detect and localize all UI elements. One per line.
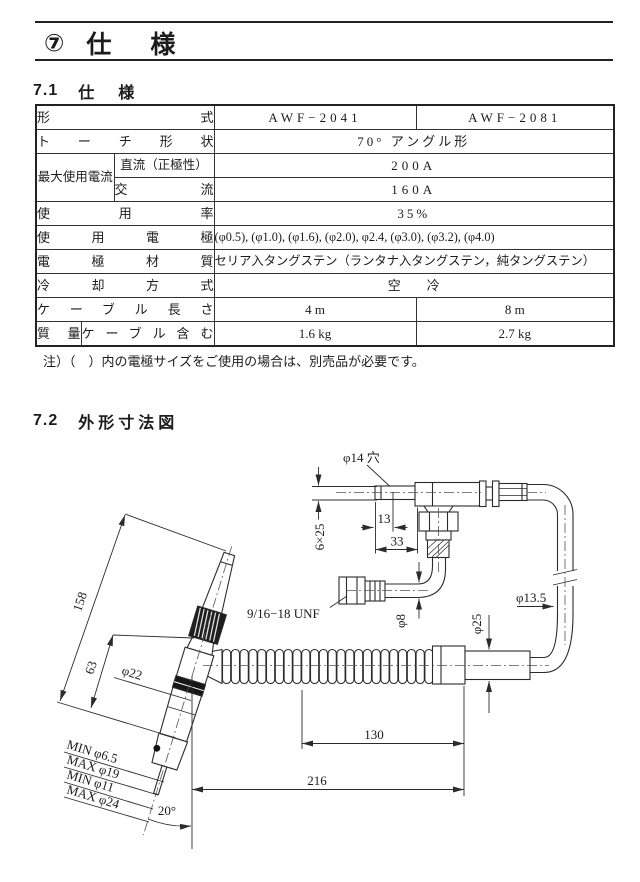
torch-centerline	[142, 546, 233, 836]
section-7-2-title: 外形寸法図	[78, 415, 179, 432]
table-row: 形式 AWF−2041 AWF−2081	[35, 104, 615, 130]
cell-material-value: セリア入タングステン（ランタナ入タングステン，純タングステン）	[213, 249, 615, 274]
handle-collar	[431, 645, 466, 685]
handle-corrugation	[221, 648, 434, 685]
page-title-text: 仕 様	[86, 31, 183, 59]
electrode	[152, 764, 168, 796]
section-7-2-number: 7.2	[33, 412, 59, 429]
header-rule-top	[35, 21, 613, 23]
cell-material-label: 電極材質	[35, 249, 215, 274]
section-7-1-title: 仕 様	[78, 85, 139, 102]
cell-cablelen-4m: 4 m	[213, 297, 417, 322]
label-158: 158	[69, 590, 90, 613]
section-7-1-heading: 7.1 仕 様	[33, 79, 138, 103]
torch-switch-dot	[153, 744, 161, 752]
table-row: 使用電極 (φ0.5), (φ1.0), (φ1.6), (φ2.0), φ2.…	[35, 225, 615, 250]
table-row: ケーブル長さ 4 m 8 m	[35, 297, 615, 322]
label-phi22: φ22	[120, 663, 144, 683]
table-row: 質量 ケーブル含む 1.6 kg 2.7 kg	[35, 321, 615, 347]
page-title: ⑦ 仕 様	[44, 25, 182, 61]
label-unf-thread: 9/16−18 UNF	[247, 606, 320, 621]
t-block	[414, 481, 481, 507]
cell-mass-16kg: 1.6 kg	[213, 321, 417, 347]
cell-mass-27kg: 2.7 kg	[415, 321, 615, 347]
cell-electrode-value: (φ0.5), (φ1.0), (φ1.6), (φ2.0), φ2.4, (φ…	[213, 225, 615, 250]
section-number-circled: ⑦	[44, 29, 65, 57]
cell-duty-label: 使用率	[35, 201, 215, 226]
cell-mass-sublabel: ケーブル含む	[80, 321, 215, 347]
centerlines	[203, 492, 566, 666]
cell-ac-label: 交流	[113, 177, 215, 202]
table-row: 冷却方式 空 冷	[35, 273, 615, 298]
nozzle	[151, 732, 189, 771]
label-33: 33	[391, 534, 404, 549]
cell-cablelen-label: ケーブル長さ	[35, 297, 215, 322]
cable-connector	[498, 482, 528, 502]
cell-cooling-label: 冷却方式	[35, 273, 215, 298]
cell-mass-label: 質量	[35, 321, 82, 347]
cell-model-label: 形式	[35, 104, 215, 130]
label-63: 63	[82, 659, 100, 676]
section-7-1-number: 7.1	[33, 82, 59, 99]
label-130: 130	[364, 727, 384, 742]
cell-electrode-label: 使用電極	[35, 225, 215, 250]
table-row: トーチ形状 70° アングル形	[35, 129, 615, 154]
gas-connector-assembly	[338, 480, 528, 605]
label-20deg: 20°	[158, 803, 176, 818]
cell-model-awf2081: AWF−2081	[415, 104, 615, 130]
header-rule-bottom	[35, 59, 613, 61]
cell-cablelen-8m: 8 m	[415, 297, 615, 322]
label-phi13-5: φ13.5	[516, 590, 546, 605]
spec-table: 形式 AWF−2041 AWF−2081 トーチ形状 70° アングル形 最大使…	[35, 104, 615, 347]
label-216: 216	[307, 773, 327, 788]
label-phi8: φ8	[393, 614, 408, 628]
torch-body	[142, 546, 236, 836]
label-phi25: φ25	[469, 614, 484, 635]
power-cable	[527, 483, 578, 674]
angle-arc	[147, 818, 192, 830]
cell-dc-label: 直流（正極性）	[113, 153, 215, 178]
table-note: 注）（ ）内の電極サイズをご使用の場合は、別売品が必要です。	[43, 354, 425, 369]
label-6x25: 6×25	[312, 524, 327, 551]
section-7-2-heading: 7.2 外形寸法図	[33, 409, 178, 433]
gas-tube	[385, 557, 447, 599]
table-row: 電極材質 セリア入タングステン（ランタナ入タングステン，純タングステン）	[35, 249, 615, 274]
label-phi14-hole: φ14 穴	[343, 450, 380, 465]
label-13: 13	[378, 511, 391, 526]
